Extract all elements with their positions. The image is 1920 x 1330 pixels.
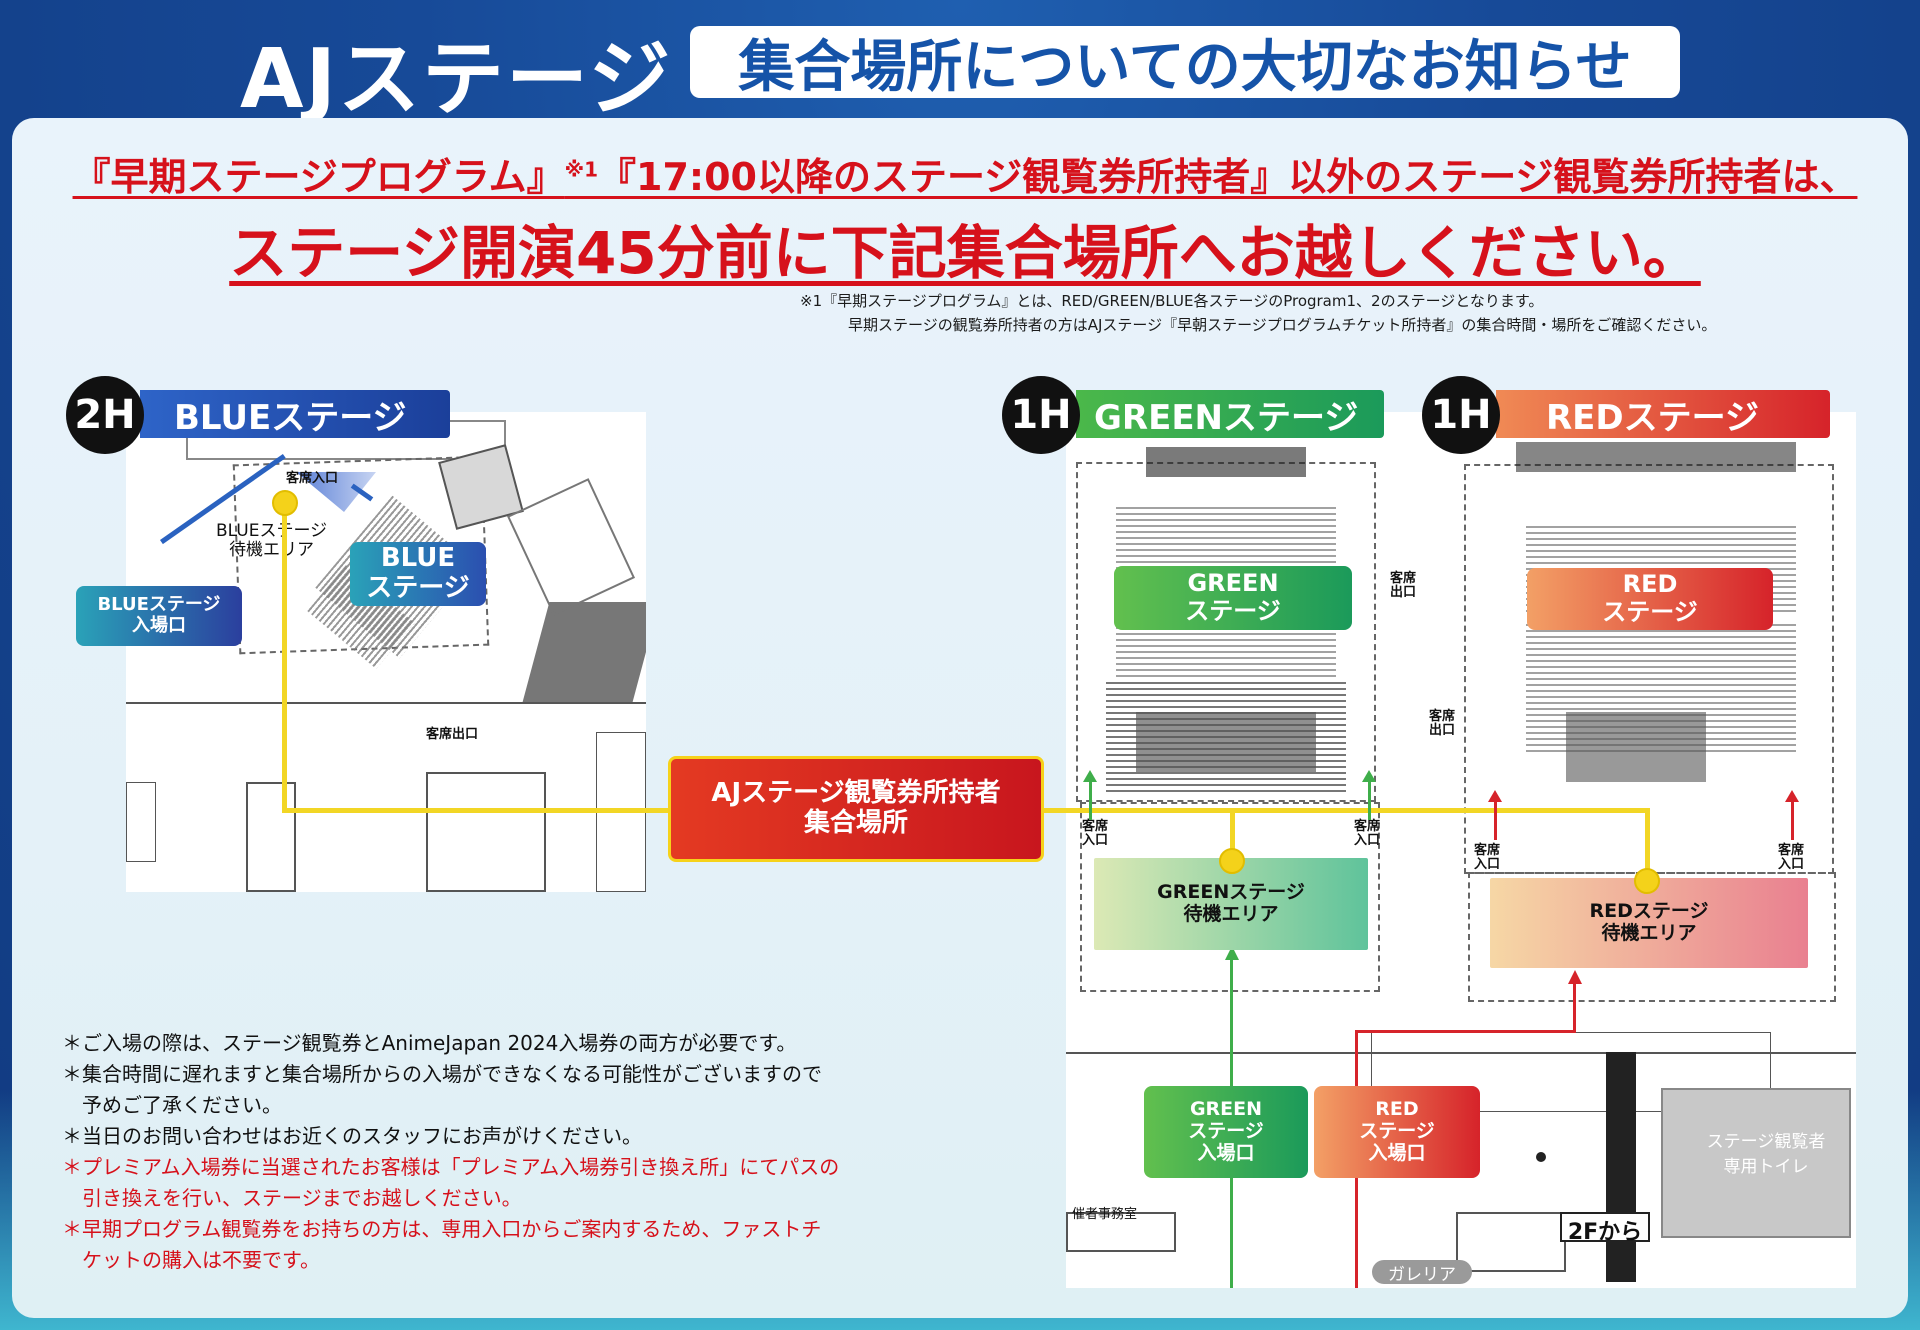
note-1: ＊ご入場の際は、ステージ観覧券とAnimeJapan 2024入場券の両方が必要… [62, 1031, 797, 1055]
blue-stage-area-label: BLUE ステージ [350, 542, 486, 606]
green-seat-exit-label: 客席 出口 [1390, 571, 1417, 601]
note-3: ＊当日のお問い合わせはお近くのスタッフにお声がけください。 [62, 1124, 642, 1148]
red-entry-arrowhead-right [1785, 790, 1799, 802]
lead-footnote-mark: ※1 [564, 157, 598, 182]
green-entry-arrowhead-right [1362, 770, 1376, 782]
notice-banner-text: 集合場所についての大切なお知らせ [738, 34, 1632, 100]
lead-line-1: 『早期ステージプログラム』※1『17:00以降のステージ観覧券所持者』以外のステ… [70, 146, 1860, 201]
red-seat-exit-label: 客席 出口 [1429, 709, 1456, 739]
green-stage-name: GREENステージ [1094, 397, 1359, 438]
green-waiting-dot [1219, 848, 1245, 874]
blue-waiting-label: BLUEステージ 待機エリア [216, 521, 328, 560]
red-entry-arrow-left [1494, 800, 1497, 840]
route-yellow-green-down [1230, 808, 1235, 862]
red-floor-badge: 1H [1422, 376, 1500, 454]
route-red-line-h [1355, 1030, 1575, 1033]
galleria-label: ガレリア [1372, 1260, 1472, 1285]
note-2-cont: 予めご了承ください。 [62, 1093, 282, 1117]
green-floor-map: 客席 出口 客席 出口 客席 入口 客席 入口 客席 入口 客席 入口 催者事務… [1066, 412, 1856, 1288]
red-stage-area-label: RED ステージ [1527, 568, 1773, 630]
green-seat-entry-right: 客席 入口 [1354, 819, 1381, 849]
footnote-1: ※1『早期ステージプログラム』とは、RED/GREEN/BLUE各ステージのPr… [800, 292, 1544, 310]
green-floor-badge: 1H [1002, 376, 1080, 454]
meeting-point-label: AJステージ観覧券所持者 集合場所 [668, 756, 1044, 862]
note-5: ＊早期プログラム観覧券をお持ちの方は、専用入口からご案内するため、ファストチ [62, 1217, 822, 1241]
office-label: 催者事務室 [1072, 1207, 1138, 1222]
route-yellow-red-down [1645, 808, 1650, 882]
green-seat-entry-left: 客席 入口 [1082, 819, 1109, 849]
toilet-label: ステージ観覧者 専用トイレ [1706, 1132, 1826, 1177]
lead-early-program: 『早期ステージプログラム』 [72, 155, 565, 199]
blue-waiting-dot [272, 490, 298, 516]
red-stage-header: REDステージ [1496, 390, 1830, 438]
blue-stage-name: BLUEステージ [174, 397, 407, 438]
red-stage-name: REDステージ [1546, 397, 1759, 438]
note-2: ＊集合時間に遅れますと集合場所からの入場ができなくなる可能性がございますので [62, 1062, 822, 1086]
blue-entrance-label: BLUEステージ 入場口 [76, 586, 242, 646]
green-stage-area-label: GREEN ステージ [1114, 566, 1352, 630]
footnote-2: 早期ステージの観覧券所持者の方はAJステージ『早朝ステージプログラムチケット所持… [848, 316, 1717, 334]
red-entry-arrowhead-left [1488, 790, 1502, 802]
blue-stage-header: BLUEステージ [140, 390, 450, 438]
blue-seat-entry-label: 客席入口 [286, 471, 339, 486]
green-entry-arrowhead-left [1083, 770, 1097, 782]
blue-floor-map: 客席入口 客席出口 BLUEステージ 待機エリア [126, 412, 646, 892]
red-entrance-label: RED ステージ 入場口 [1314, 1086, 1480, 1178]
from-2f-label: 2Fから [1560, 1212, 1650, 1245]
note-4-cont: 引き換えを行い、ステージまでお越しください。 [62, 1186, 522, 1210]
route-red-arrow [1568, 970, 1582, 984]
red-waiting-dot [1634, 868, 1660, 894]
page-title: AJステージ [240, 32, 673, 127]
green-entry-arrow-left [1089, 780, 1092, 820]
red-seat-entry-left: 客席 入口 [1474, 843, 1501, 873]
blue-seat-exit-label: 客席出口 [426, 727, 479, 742]
lead-line-2: ステージ開演45分前に下記集合場所へお越しください。 [229, 219, 1701, 287]
route-yellow-blue-up [282, 504, 287, 812]
blue-floor-badge: 2H [66, 376, 144, 454]
green-entry-arrow-right [1368, 780, 1371, 820]
route-red-line-v2 [1573, 980, 1576, 1033]
lead-ticket-holders: 『17:00以降のステージ観覧券所持者』以外のステージ観覧券所持者は、 [598, 155, 1858, 199]
red-seat-entry-right: 客席 入口 [1778, 843, 1805, 873]
note-5-cont: ケットの購入は不要です。 [62, 1248, 320, 1272]
note-4: ＊プレミアム入場券に当選されたお客様は「プレミアム入場券引き換え所」にてパスの [62, 1155, 840, 1179]
red-entry-arrow-right [1791, 800, 1794, 840]
green-entrance-label: GREEN ステージ 入場口 [1144, 1086, 1308, 1178]
notice-banner: 集合場所についての大切なお知らせ [690, 26, 1680, 100]
green-stage-header: GREENステージ [1076, 390, 1384, 438]
